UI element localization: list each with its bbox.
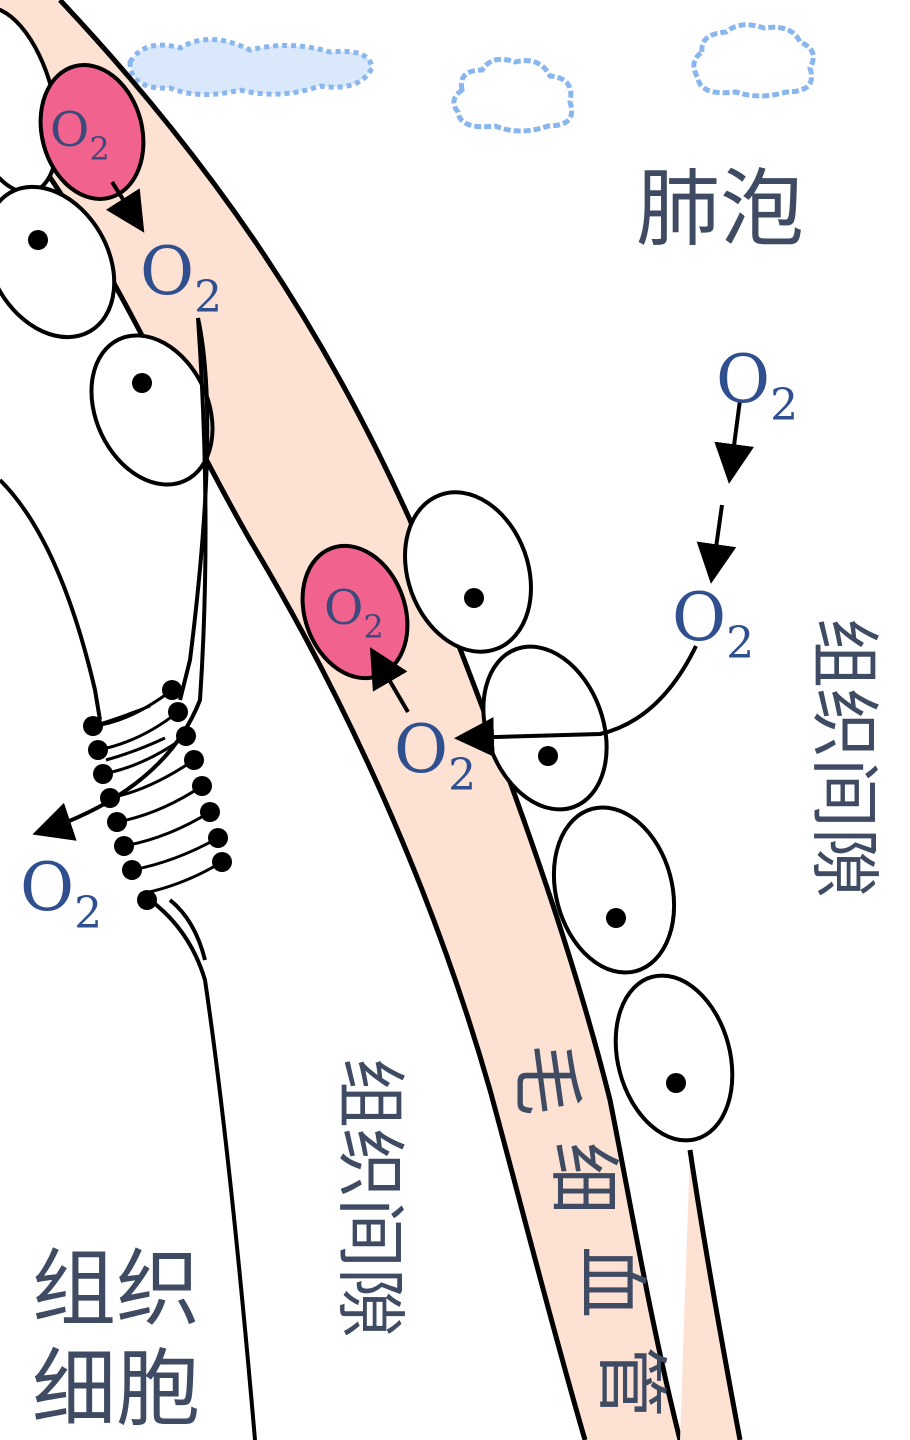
cell-nucleus [132, 373, 152, 393]
svg-text:细胞: 细胞 [32, 1340, 200, 1438]
cell-nucleus [666, 1073, 686, 1093]
svg-text:组织: 组织 [32, 1240, 200, 1338]
arrow-alveolus-down-2 [712, 505, 722, 576]
svg-text:血: 血 [569, 1246, 653, 1318]
svg-text:O2: O2 [20, 849, 102, 939]
interstitial-label-right: 组织间隙 [803, 618, 885, 898]
svg-text:细: 细 [541, 1142, 625, 1214]
phospholipid-heads [83, 680, 232, 910]
cell-nucleus [538, 746, 558, 766]
membrane-line [170, 900, 205, 960]
cloud-right [694, 25, 814, 96]
o2-label-alveolus: O2 [716, 341, 798, 431]
cloud-dotted [130, 39, 372, 94]
alveolus-label: 肺泡 [636, 160, 804, 258]
o2-label-tissue-cell: O2 [20, 849, 102, 939]
tissue-cell-label: 组织 细胞 [32, 1240, 200, 1438]
svg-text:O2: O2 [672, 579, 754, 669]
cell-nucleus [28, 230, 48, 250]
cell-nucleus [606, 908, 626, 928]
svg-text:毛: 毛 [505, 1044, 589, 1116]
cloud-middle [454, 59, 572, 131]
svg-text:O2: O2 [716, 341, 798, 431]
o2-label-interstitial-right: O2 [672, 579, 754, 669]
cell-nucleus [464, 588, 484, 608]
svg-text:管: 管 [589, 1346, 673, 1418]
endothelial-cell [598, 962, 750, 1153]
membrane-line [0, 480, 100, 720]
interstitial-label-center: 组织间隙 [329, 1058, 411, 1338]
